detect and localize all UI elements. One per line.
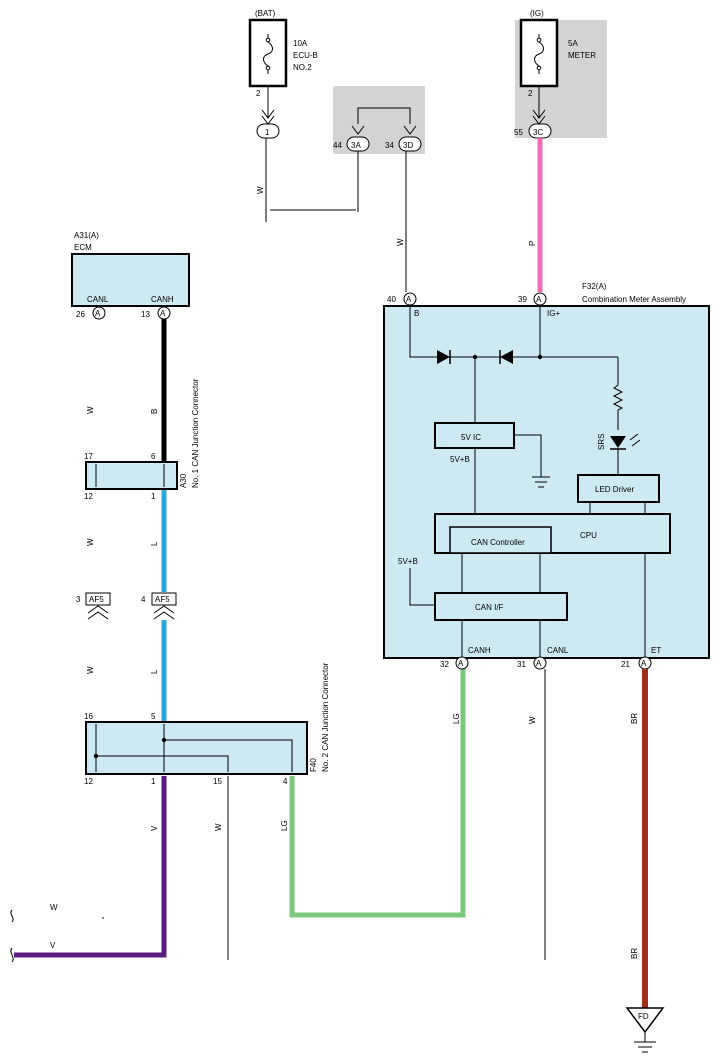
wire-green — [289, 668, 466, 918]
svg-text:6: 6 — [151, 452, 156, 461]
junction-1 — [256, 123, 280, 139]
svg-text:V: V — [50, 941, 56, 950]
svg-text:A30: A30 — [179, 473, 188, 488]
svg-text:12: 12 — [84, 777, 93, 786]
svg-text:FD: FD — [638, 1012, 649, 1021]
svg-text:39: 39 — [518, 295, 527, 304]
svg-text:4: 4 — [141, 595, 146, 604]
svg-text:AF5: AF5 — [89, 595, 104, 604]
svg-text:CANL: CANL — [87, 295, 109, 304]
wire-purple — [14, 776, 167, 958]
svg-text:LED Driver: LED Driver — [595, 485, 634, 494]
svg-text:BR: BR — [630, 713, 639, 724]
svg-text:W: W — [86, 538, 95, 546]
svg-text:CANL: CANL — [547, 646, 569, 655]
svg-text:CANH: CANH — [151, 295, 174, 304]
svg-text:W: W — [50, 903, 58, 912]
svg-text:21: 21 — [621, 660, 630, 669]
svg-text:SRS: SRS — [597, 434, 606, 450]
svg-text:31: 31 — [517, 660, 526, 669]
svg-text:A: A — [536, 295, 542, 304]
svg-text:3: 3 — [76, 595, 81, 604]
svg-text:10A: 10A — [293, 39, 308, 48]
svg-text:55: 55 — [514, 128, 523, 137]
svg-text:W: W — [86, 406, 95, 414]
svg-text:W: W — [528, 716, 537, 724]
svg-text:CANH: CANH — [468, 646, 491, 655]
ecm-box — [71, 253, 190, 307]
fuse-bat-source: (BAT) — [255, 9, 276, 18]
svg-text:17: 17 — [84, 452, 93, 461]
svg-text:V: V — [150, 825, 159, 831]
ground-fd — [625, 1007, 665, 1034]
svg-text:No. 2 CAN Junction Connector: No. 2 CAN Junction Connector — [321, 662, 330, 772]
svg-text:44: 44 — [333, 141, 342, 150]
svg-text:LG: LG — [452, 713, 461, 724]
svg-text:A: A — [536, 659, 542, 668]
svg-text:A: A — [160, 309, 166, 318]
svg-text:5V IC: 5V IC — [461, 433, 481, 442]
svg-text:3D: 3D — [403, 141, 413, 150]
can-controller — [449, 526, 552, 554]
svg-text:1: 1 — [151, 777, 156, 786]
svg-text:ECU-B: ECU-B — [293, 51, 318, 60]
svg-text:5: 5 — [151, 712, 156, 721]
svg-text:5V+B: 5V+B — [450, 455, 470, 464]
svg-text:No. 1 CAN Junction Connector: No. 1 CAN Junction Connector — [191, 378, 200, 488]
svg-text:METER: METER — [568, 51, 596, 60]
svg-text:2: 2 — [528, 89, 533, 98]
svg-text:A31(A): A31(A) — [74, 231, 99, 240]
svg-text:P: P — [528, 241, 537, 246]
svg-text:AF5: AF5 — [155, 595, 170, 604]
svg-text:3C: 3C — [533, 128, 543, 137]
svg-text:40: 40 — [387, 295, 396, 304]
svg-text:A: A — [641, 659, 647, 668]
led-driver — [577, 474, 660, 503]
f40-box — [85, 721, 308, 775]
svg-text:BR: BR — [630, 948, 639, 959]
svg-text:5A: 5A — [568, 39, 578, 48]
svg-text:26: 26 — [76, 310, 85, 319]
svg-text:1: 1 — [151, 492, 156, 501]
svg-text:L: L — [150, 669, 159, 674]
svg-text:ET: ET — [651, 646, 661, 655]
svg-text:A: A — [95, 309, 101, 318]
svg-text:LG: LG — [280, 820, 289, 831]
svg-text:L: L — [150, 541, 159, 546]
svg-text:A: A — [458, 659, 464, 668]
svg-text:12: 12 — [84, 492, 93, 501]
svg-text:16: 16 — [84, 712, 93, 721]
svg-text:13: 13 — [141, 310, 150, 319]
svg-text:B: B — [150, 409, 159, 414]
svg-text:CAN I/F: CAN I/F — [475, 603, 504, 612]
svg-text:W: W — [256, 186, 265, 194]
svg-text:NO.2: NO.2 — [293, 63, 312, 72]
svg-text:3A: 3A — [351, 141, 361, 150]
svg-text:F40: F40 — [309, 758, 318, 772]
fuse-bat: (BAT) 10A ECU-B NO.2 2 — [248, 9, 318, 98]
svg-text:W: W — [396, 238, 405, 246]
svg-text:2: 2 — [256, 89, 261, 98]
svg-text:W: W — [86, 666, 95, 674]
svg-text:(IG): (IG) — [530, 9, 544, 18]
svg-text:34: 34 — [385, 141, 394, 150]
svg-text:4: 4 — [283, 777, 288, 786]
svg-text:32: 32 — [440, 660, 449, 669]
svg-text:B: B — [414, 309, 419, 318]
svg-text:ECM: ECM — [74, 243, 92, 252]
svg-text:CPU: CPU — [580, 531, 597, 540]
a30-box — [85, 461, 178, 490]
svg-text:F32(A): F32(A) — [582, 282, 607, 291]
can-if — [434, 592, 568, 621]
svg-text:1: 1 — [265, 128, 270, 137]
svg-text:5V+B: 5V+B — [398, 557, 418, 566]
svg-text:W: W — [214, 823, 223, 831]
svg-text:IG+: IG+ — [547, 309, 560, 318]
svg-text:15: 15 — [213, 777, 222, 786]
svg-text:CAN Controller: CAN Controller — [471, 538, 525, 547]
svg-text:Combination Meter Assembly: Combination Meter Assembly — [582, 295, 686, 304]
svg-text:A: A — [406, 295, 412, 304]
